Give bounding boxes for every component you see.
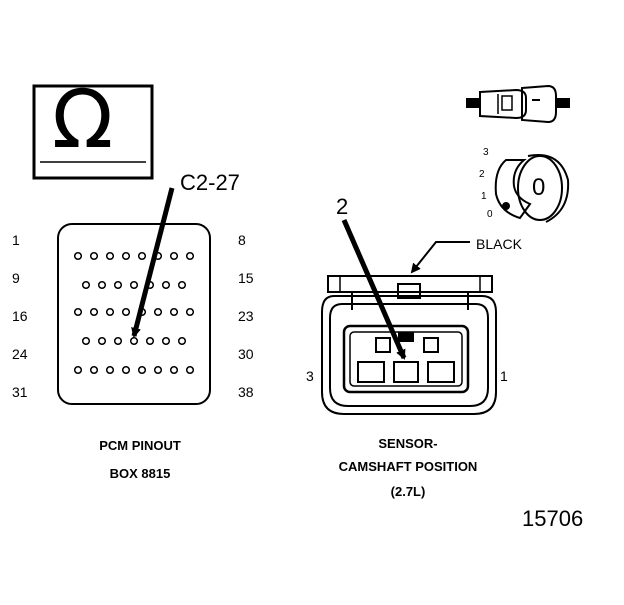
pcm-pin-label-left-2: 9 [12, 270, 20, 286]
key-scale-label-0: 0 [487, 209, 493, 220]
pcm-pin [177, 336, 187, 346]
sensor-callout-arrow [341, 219, 407, 360]
pcm-pin [97, 280, 107, 290]
pcm-pin [153, 307, 163, 317]
wire-color-pointer [410, 241, 470, 274]
key-detail [494, 154, 570, 223]
pcm-pin [169, 365, 179, 375]
pcm-pin [137, 365, 147, 375]
pcm-pin [105, 365, 115, 375]
pcm-pin [185, 307, 195, 317]
pcm-pin [169, 307, 179, 317]
sensor-caption-line2: CAMSHAFT POSITION [338, 459, 478, 474]
pcm-pin-label-right-5: 38 [238, 384, 254, 400]
pcm-pin-label-left-4: 24 [12, 346, 28, 362]
pcm-pin [113, 280, 123, 290]
pcm-pin [185, 251, 195, 261]
pcm-pin [153, 365, 163, 375]
sensor-side-label-left: 3 [306, 368, 314, 384]
pcm-pin-label-right-1: 8 [238, 232, 246, 248]
pcm-pin [73, 251, 83, 261]
sensor-callout-label: 2 [336, 194, 349, 219]
pcm-pin-label-right-2: 15 [238, 270, 254, 286]
key-scale-label-3: 3 [483, 147, 489, 158]
pcm-pin [73, 365, 83, 375]
pcm-pin-label-left-3: 16 [12, 308, 28, 324]
pcm-pin-label-left-1: 1 [12, 232, 20, 248]
pcm-pin [97, 336, 107, 346]
pcm-callout-label: C2-27 [180, 170, 240, 195]
pcm-pin [81, 280, 91, 290]
pcm-pin [121, 307, 131, 317]
sensor-caption-line1: SENSOR- [378, 436, 438, 451]
sensor-side-label-right: 1 [500, 368, 508, 384]
key-scale-label-1: 1 [481, 191, 487, 202]
pcm-pin [81, 336, 91, 346]
pcm-pin [105, 251, 115, 261]
pcm-pin-label-right-4: 30 [238, 346, 254, 362]
key-scale-label-2: 2 [479, 169, 485, 180]
pcm-pin [113, 336, 123, 346]
pcm-pin [89, 307, 99, 317]
pcm-pin [73, 307, 83, 317]
pcm-pin-label-left-5: 31 [12, 384, 28, 400]
wire-color-label: BLACK [476, 236, 522, 252]
pcm-caption-line2: BOX 8815 [109, 466, 171, 481]
key-label: 0 [532, 174, 546, 201]
pcm-pin [121, 365, 131, 375]
omega-icon: Ω [52, 73, 114, 166]
pcm-pin-grid [73, 251, 195, 375]
pcm-pin [89, 365, 99, 375]
pcm-pin [185, 365, 195, 375]
pcm-caption-line1: PCM PINOUT [99, 438, 181, 453]
pcm-pin [121, 251, 131, 261]
connector-plug-detail [466, 84, 570, 124]
pcm-pin [137, 251, 147, 261]
pcm-pin-label-right-3: 23 [238, 308, 254, 324]
figure-number: 15706 [522, 506, 584, 531]
pcm-pin [129, 336, 139, 346]
pcm-pin [89, 251, 99, 261]
pcm-pin [169, 251, 179, 261]
pcm-pin [161, 280, 171, 290]
pcm-pin [161, 336, 171, 346]
sensor-caption-line3: (2.7L) [390, 484, 426, 499]
omega-symbol-box [32, 84, 154, 180]
pcm-pin [145, 336, 155, 346]
pcm-pin [105, 307, 115, 317]
sensor-connector [321, 219, 497, 415]
pcm-pin [129, 280, 139, 290]
pcm-connector [57, 187, 211, 405]
pcm-pin [177, 280, 187, 290]
pcm-callout-arrow [131, 187, 175, 338]
